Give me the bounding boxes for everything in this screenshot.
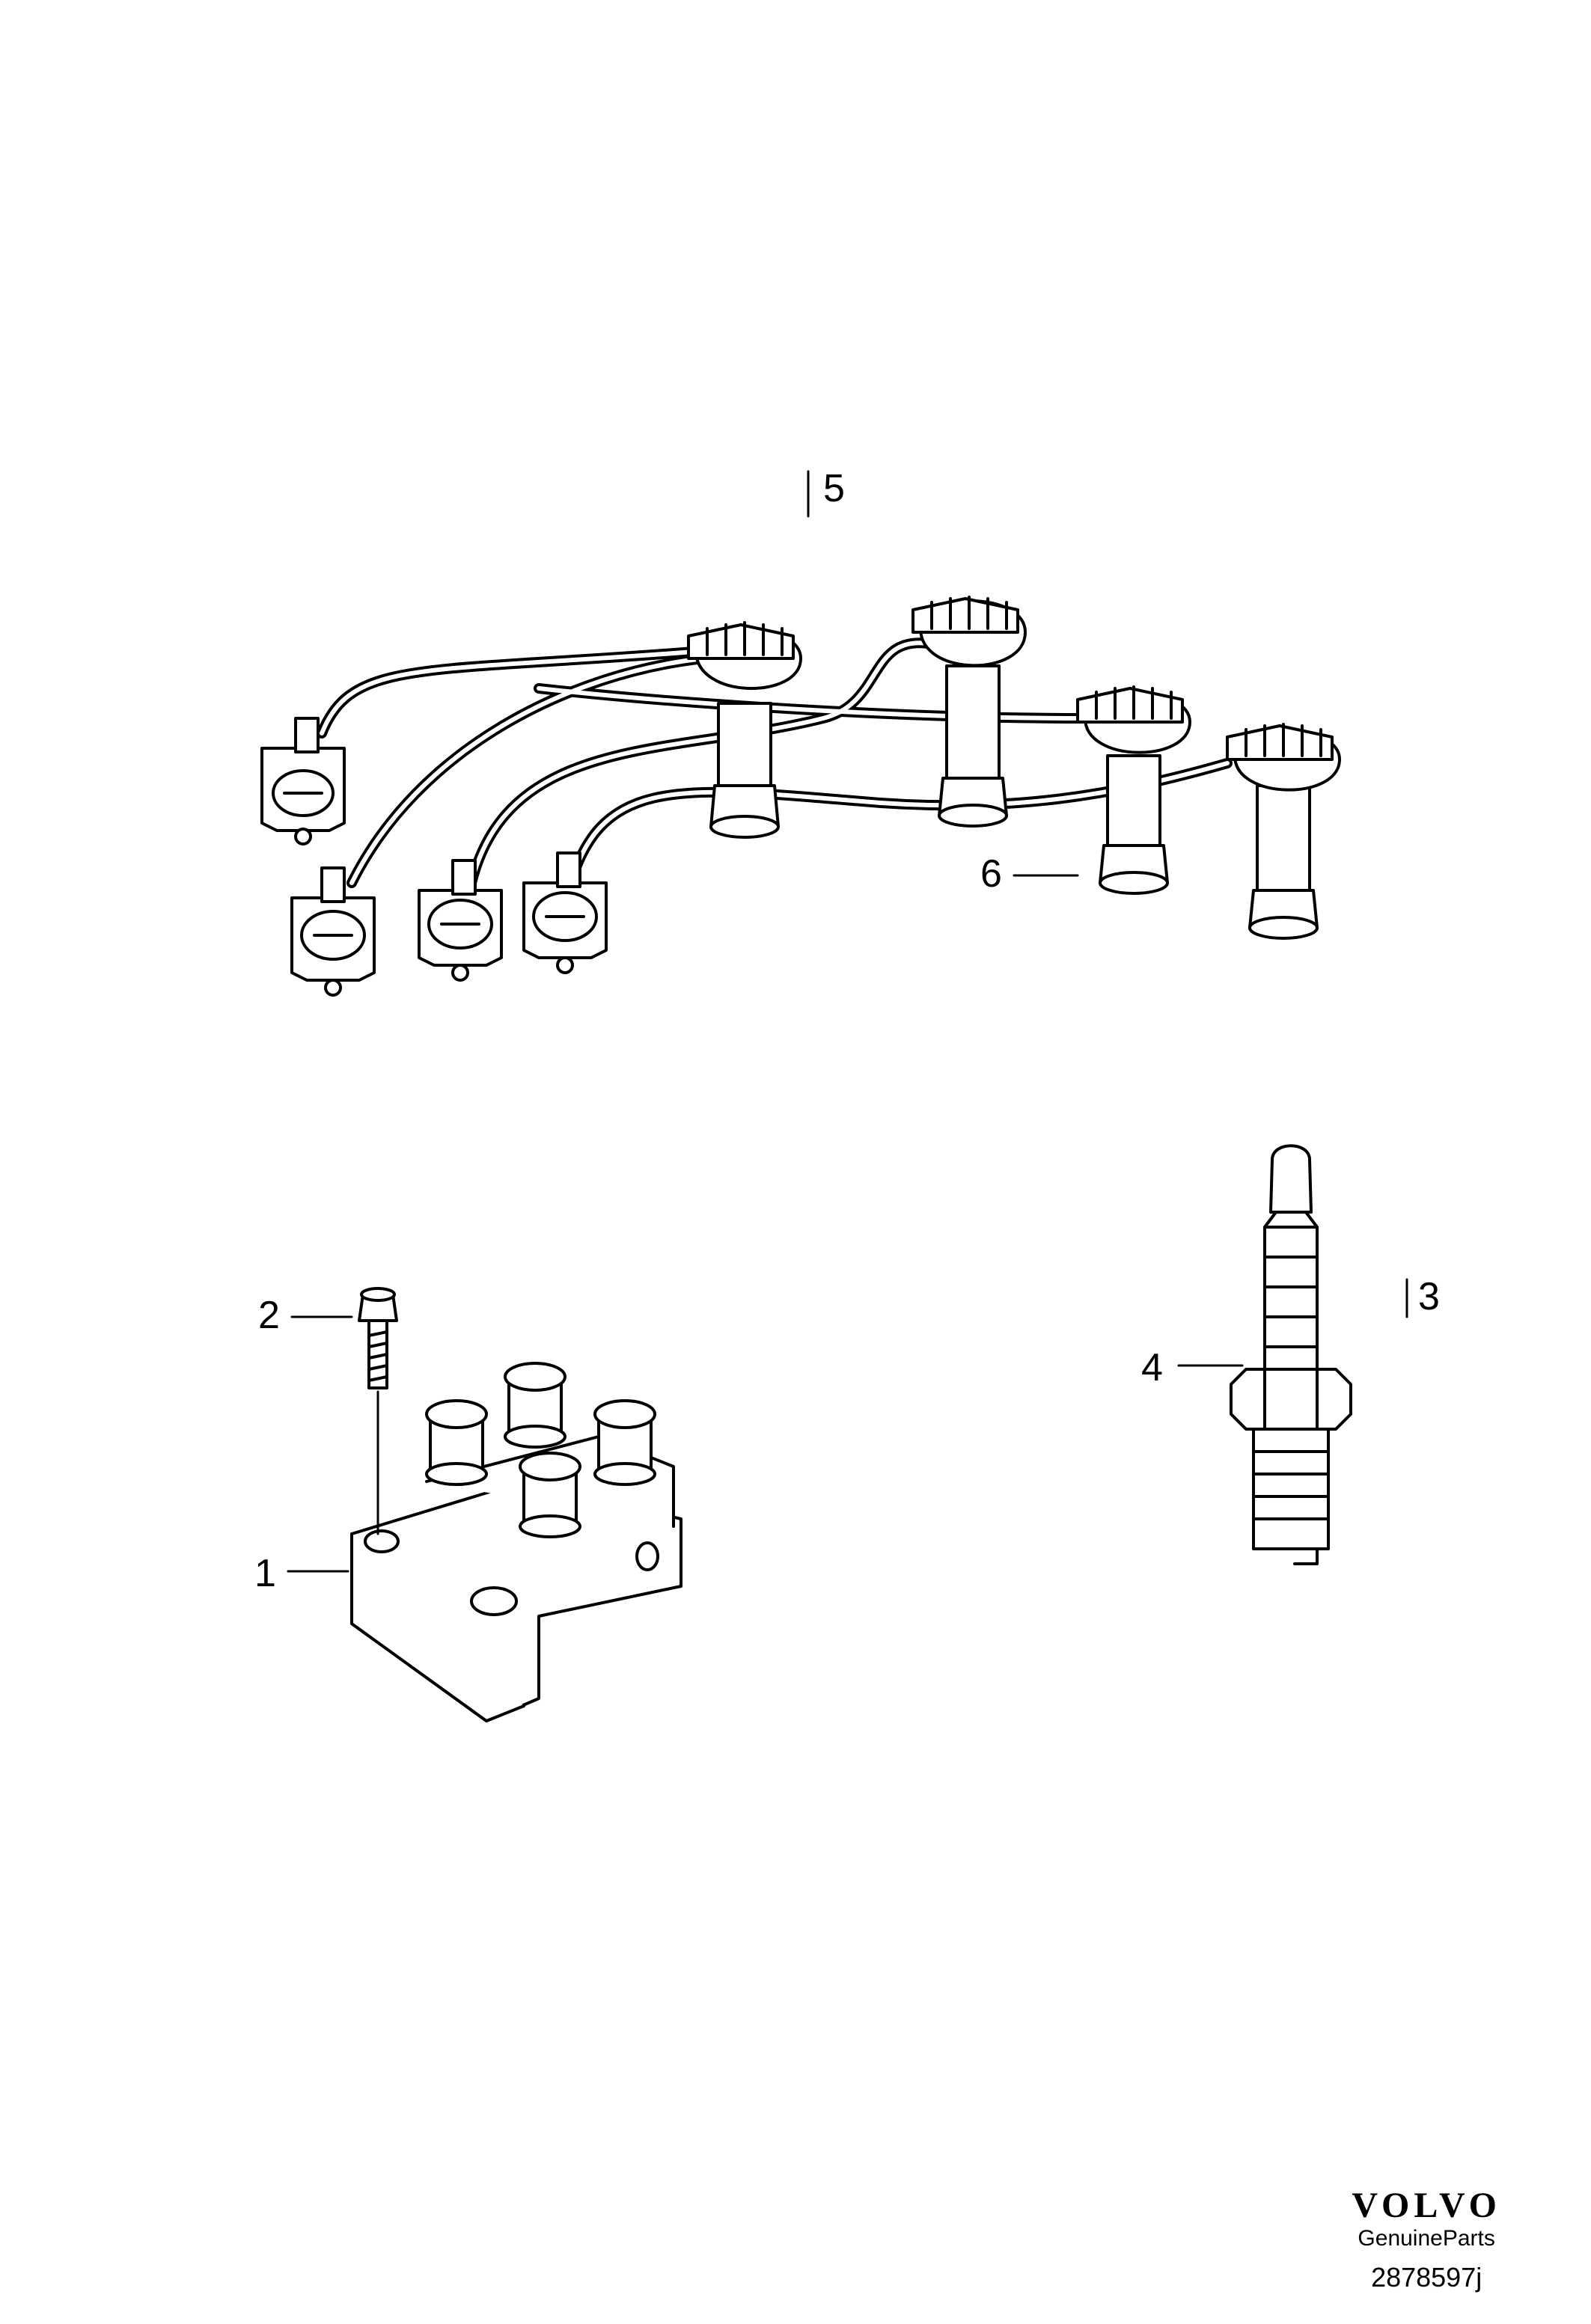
coil-connector-4 (522, 851, 608, 974)
coil-connector-3 (418, 859, 503, 982)
coil-connector-2 (290, 866, 376, 997)
callout-1: 1 (254, 1552, 276, 1595)
callout-5: 5 (823, 467, 845, 510)
coil-post-4 (519, 1452, 581, 1538)
plug-boot-3 (1076, 685, 1191, 895)
ignition-coil (350, 1362, 682, 1722)
callout-4: 4 (1141, 1346, 1163, 1389)
callout-6: 6 (980, 852, 1002, 896)
ignition-cable-set (260, 596, 1341, 997)
callout-3: 3 (1418, 1275, 1440, 1318)
callout-2: 2 (258, 1294, 280, 1337)
brand-tagline: GenuineParts (1358, 2226, 1495, 2251)
coil-post-3 (593, 1399, 656, 1486)
diagram-reference: 2878597j (1371, 2262, 1482, 2293)
plug-boot-4 (1226, 723, 1341, 940)
leader-lines (287, 470, 1408, 1573)
spark-plug (1230, 1144, 1352, 1565)
brand-logo: VOLVO (1352, 2186, 1501, 2225)
plug-boot-1 (687, 621, 802, 839)
mounting-bolt (358, 1287, 398, 1535)
coil-post-1 (425, 1399, 488, 1486)
footer-branding: VOLVO GenuineParts 2878597j (1352, 2185, 1501, 2293)
coil-connector-left (260, 717, 346, 845)
plug-boot-2 (911, 596, 1027, 828)
coil-post-2 (504, 1362, 567, 1449)
